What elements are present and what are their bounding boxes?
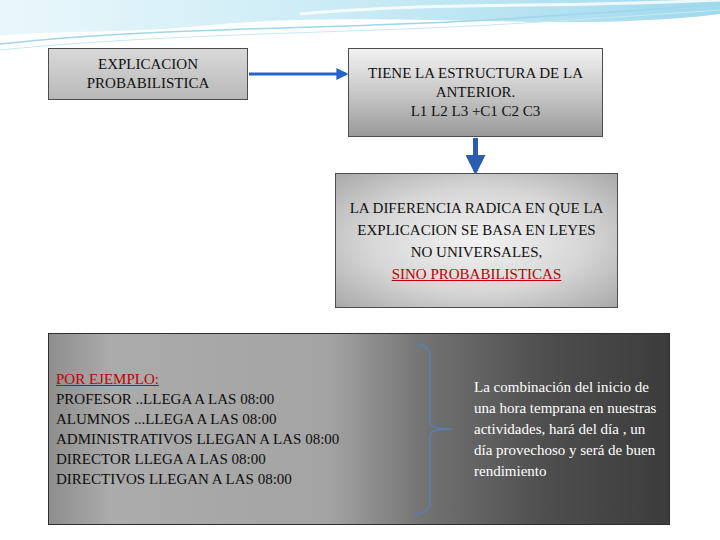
example-heading: POR EJEMPLO:	[56, 369, 411, 389]
concept-box: EXPLICACION PROBABILISTICA	[48, 48, 248, 100]
box-text: ALUMNOS ...LLEGA A LAS 08:00	[56, 409, 411, 429]
arrow-connector	[473, 138, 478, 171]
arrow-connector	[249, 73, 346, 76]
box-text: TIENE LA ESTRUCTURA DE LA ANTERIOR.	[359, 64, 592, 102]
box-text: EXPLICACION PROBABILISTICA	[59, 55, 237, 93]
concept-box: LA DIFERENCIA RADICA EN QUE LA EXPLICACI…	[335, 173, 618, 308]
example-panel: POR EJEMPLO:PROFESOR ..LLEGA A LAS 08:00…	[48, 333, 670, 525]
box-text: L1 L2 L3 +C1 C2 C3	[411, 102, 541, 121]
box-text: DIRECTIVOS LLEGAN A LAS 08:00	[56, 469, 411, 489]
box-text: ADMINISTRATIVOS LLEGAN A LAS 08:00	[56, 429, 411, 449]
box-text: PROFESOR ..LLEGA A LAS 08:00	[56, 389, 411, 409]
text-column: La combinación del inicio de una hora te…	[474, 377, 659, 482]
box-text: SINO PROBABILISTICAS	[392, 263, 562, 285]
box-text: LA DIFERENCIA RADICA EN QUE LA EXPLICACI…	[346, 197, 607, 263]
bracket-line	[414, 344, 452, 514]
concept-box: TIENE LA ESTRUCTURA DE LA ANTERIOR.L1 L2…	[348, 48, 603, 137]
conclusion-text: La combinación del inicio de una hora te…	[474, 377, 659, 482]
text-column: POR EJEMPLO:PROFESOR ..LLEGA A LAS 08:00…	[56, 369, 411, 489]
box-text: DIRECTOR LLEGA A LAS 08:00	[56, 449, 411, 469]
